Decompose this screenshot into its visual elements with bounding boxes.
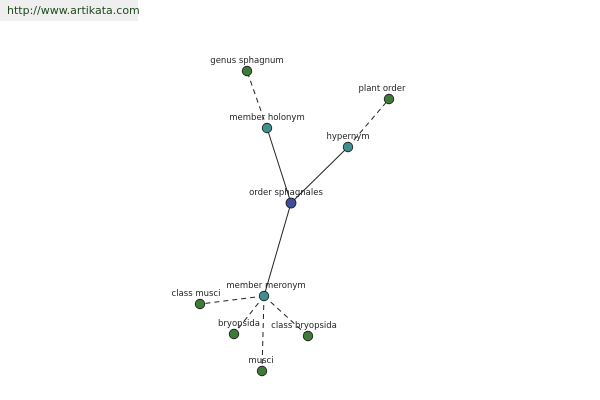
node-dot-class-musci[interactable]	[194, 298, 206, 310]
node-dot-bryopsida[interactable]	[228, 328, 240, 340]
node-bryopsida[interactable]: bryopsida	[218, 319, 260, 340]
node-dot-class-bryopsida[interactable]	[302, 330, 314, 342]
node-label-member-holonym: member holonym	[229, 113, 304, 123]
source-link[interactable]: http://www.artikata.com	[7, 4, 140, 17]
nodes-layer: genus sphagnum plant order member holony…	[172, 56, 406, 377]
node-member-holonym[interactable]: member holonym	[229, 113, 305, 134]
node-label-hypernym: hypernym	[326, 132, 369, 142]
node-class-musci[interactable]: class musci	[172, 289, 221, 310]
edge-order-sphagnales-member-holonym	[266, 127, 292, 204]
node-label-musci: musci	[248, 356, 273, 366]
node-dot-plant-order[interactable]	[383, 93, 395, 105]
edge-member-meronym-class-bryopsida	[263, 295, 309, 337]
edge-member-meronym-musci	[261, 295, 265, 372]
edge-member-holonym-genus-sphagnum	[246, 70, 268, 129]
edge-member-meronym-bryopsida	[233, 295, 265, 335]
edge-member-meronym-class-musci	[199, 295, 265, 305]
node-musci[interactable]: musci	[248, 356, 274, 377]
node-dot-musci[interactable]	[256, 365, 268, 377]
edge-hypernym-plant-order	[347, 98, 390, 148]
node-order-sphagnales[interactable]: order sphagnales	[249, 188, 323, 209]
node-dot-hypernym[interactable]	[342, 141, 354, 153]
node-dot-member-holonym[interactable]	[261, 122, 273, 134]
node-label-plant-order: plant order	[358, 84, 406, 94]
node-dot-genus-sphagnum[interactable]	[241, 65, 253, 77]
node-label-class-musci: class musci	[172, 289, 221, 299]
edges-layer	[199, 70, 390, 372]
source-badge: http://www.artikata.com	[0, 0, 140, 21]
edge-order-sphagnales-hypernym	[290, 146, 349, 204]
node-label-order-sphagnales: order sphagnales	[249, 188, 323, 198]
node-label-class-bryopsida: class bryopsida	[271, 321, 337, 331]
node-plant-order[interactable]: plant order	[358, 84, 406, 105]
node-label-member-meronym: member meronym	[226, 281, 305, 291]
node-class-bryopsida[interactable]: class bryopsida	[271, 321, 337, 342]
edge-order-sphagnales-member-meronym	[263, 202, 292, 297]
node-genus-sphagnum[interactable]: genus sphagnum	[210, 56, 284, 77]
node-dot-member-meronym[interactable]	[258, 290, 270, 302]
node-hypernym[interactable]: hypernym	[326, 132, 370, 153]
node-member-meronym[interactable]: member meronym	[226, 281, 306, 302]
node-label-genus-sphagnum: genus sphagnum	[210, 56, 283, 66]
node-label-bryopsida: bryopsida	[218, 319, 260, 329]
node-dot-order-sphagnales[interactable]	[285, 197, 297, 209]
